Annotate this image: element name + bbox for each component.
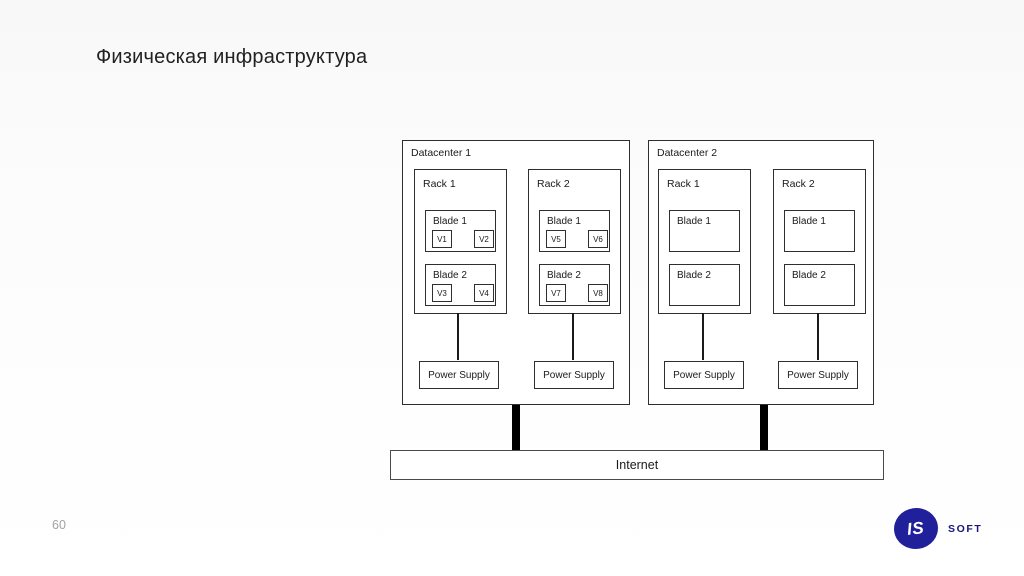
dc2-rack2-blade-2-box: Blade 2	[784, 264, 855, 306]
dc1-rack-1-label: Rack 1	[423, 178, 456, 190]
company-logo: IS SOFT	[891, 505, 1004, 554]
vm-box-v3: V3	[432, 284, 452, 302]
dc2-rack1-blade-2-box: Blade 2	[669, 264, 740, 306]
connector-line	[572, 313, 574, 360]
dc1-rack-2-box: Rack 2 Blade 1 V5 V6 Blade 2 V7 V8	[528, 169, 621, 314]
page-number: 60	[52, 518, 66, 532]
datacenter-2-box: Datacenter 2 Rack 1 Blade 1 Blade 2 Rack…	[648, 140, 874, 405]
blade-label: Blade 1	[433, 216, 467, 227]
vm-box-v8: V8	[588, 284, 608, 302]
connector-line-thick	[760, 405, 768, 451]
internet-box: Internet	[390, 450, 884, 480]
dc1-rack-2-label: Rack 2	[537, 178, 570, 190]
vm-box-v4: V4	[474, 284, 494, 302]
logo-circle-icon: IS	[891, 505, 941, 552]
blade-label: Blade 2	[792, 270, 826, 281]
blade-label: Blade 1	[792, 216, 826, 227]
vm-box-v1: V1	[432, 230, 452, 248]
dc2-rack-2-box: Rack 2 Blade 1 Blade 2	[773, 169, 866, 314]
datacenter-1-label: Datacenter 1	[411, 147, 472, 159]
blade-label: Blade 1	[677, 216, 711, 227]
dc2-power-supply-2-box: Power Supply	[778, 361, 858, 389]
connector-line	[817, 313, 819, 360]
dc1-rack1-blade-1-box: Blade 1 V1 V2	[425, 210, 496, 252]
dc2-rack-1-label: Rack 1	[667, 178, 700, 190]
logo-brand-text: SOFT	[948, 523, 983, 535]
page-title: Физическая инфраструктура	[96, 46, 368, 68]
logo-circle-text: IS	[906, 517, 926, 539]
blade-label: Blade 2	[433, 270, 467, 281]
dc1-rack2-blade-1-box: Blade 1 V5 V6	[539, 210, 610, 252]
connector-line	[702, 313, 704, 360]
dc1-rack2-blade-2-box: Blade 2 V7 V8	[539, 264, 610, 306]
blade-label: Blade 2	[547, 270, 581, 281]
vm-box-v2: V2	[474, 230, 494, 248]
vm-box-v6: V6	[588, 230, 608, 248]
datacenter-2-label: Datacenter 2	[657, 147, 718, 159]
dc2-power-supply-1-box: Power Supply	[664, 361, 744, 389]
dc2-rack-1-box: Rack 1 Blade 1 Blade 2	[658, 169, 751, 314]
connector-line	[457, 313, 459, 360]
dc1-power-supply-2-box: Power Supply	[534, 361, 614, 389]
blade-label: Blade 2	[677, 270, 711, 281]
dc1-rack1-blade-2-box: Blade 2 V3 V4	[425, 264, 496, 306]
dc1-power-supply-1-box: Power Supply	[419, 361, 499, 389]
blade-label: Blade 1	[547, 216, 581, 227]
vm-box-v7: V7	[546, 284, 566, 302]
dc2-rack2-blade-1-box: Blade 1	[784, 210, 855, 252]
connector-line-thick	[512, 405, 520, 451]
datacenter-1-box: Datacenter 1 Rack 1 Blade 1 V1 V2 Blade …	[402, 140, 630, 405]
dc1-rack-1-box: Rack 1 Blade 1 V1 V2 Blade 2 V3 V4	[414, 169, 507, 314]
dc2-rack1-blade-1-box: Blade 1	[669, 210, 740, 252]
dc2-rack-2-label: Rack 2	[782, 178, 815, 190]
vm-box-v5: V5	[546, 230, 566, 248]
